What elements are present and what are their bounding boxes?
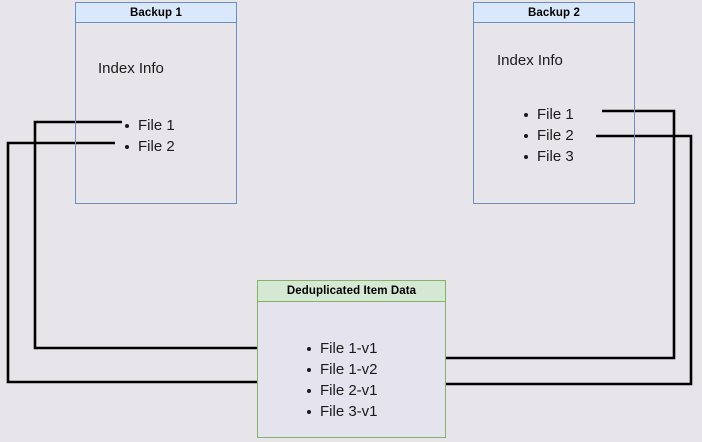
dedup-list-item[interactable]: File 1-v1 — [305, 338, 378, 359]
node-deduplicated-item-data[interactable] — [257, 280, 446, 438]
backup2-file-list: File 1 File 2 File 3 — [522, 104, 574, 167]
backup1-list-item[interactable]: File 1 — [123, 115, 175, 136]
backup2-list-item[interactable]: File 2 — [522, 125, 574, 146]
node-backup2[interactable] — [473, 2, 635, 204]
node-dedup-title: Deduplicated Item Data — [257, 280, 446, 302]
dedup-list-item[interactable]: File 3-v1 — [305, 401, 378, 422]
dedup-file-list: File 1-v1 File 1-v2 File 2-v1 File 3-v1 — [305, 338, 378, 422]
backup2-list-item[interactable]: File 1 — [522, 104, 574, 125]
node-backup2-title: Backup 2 — [473, 2, 635, 23]
dedup-list-item[interactable]: File 2-v1 — [305, 380, 378, 401]
node-backup1-title: Backup 1 — [75, 2, 237, 23]
backup1-index-info-label: Index Info — [98, 60, 164, 77]
backup1-list-item[interactable]: File 2 — [123, 136, 175, 157]
node-backup1[interactable] — [75, 2, 237, 204]
dedup-list-item[interactable]: File 1-v2 — [305, 359, 378, 380]
backup2-index-info-label: Index Info — [497, 52, 563, 69]
backup2-list-item[interactable]: File 3 — [522, 146, 574, 167]
backup1-file-list: File 1 File 2 — [123, 115, 175, 157]
